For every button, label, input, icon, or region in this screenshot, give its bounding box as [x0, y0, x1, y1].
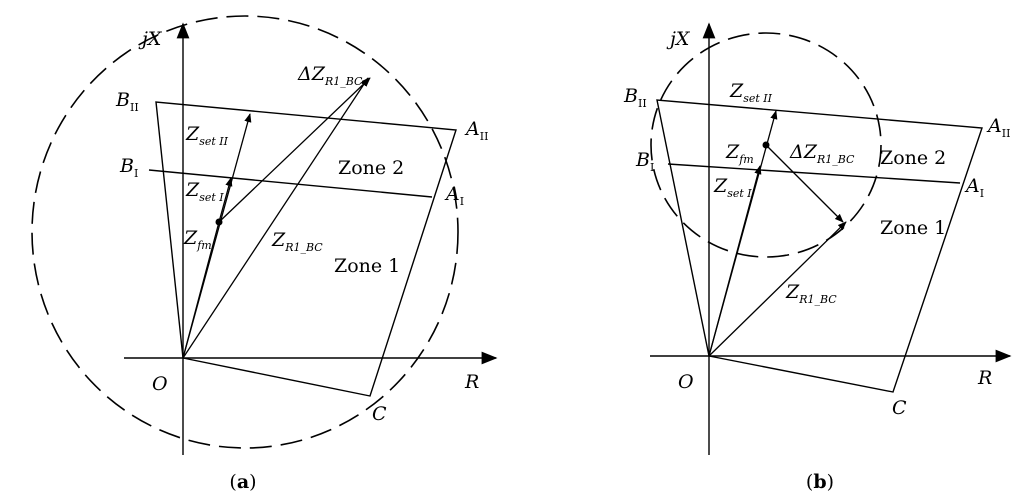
- panel-b-c-label: C: [892, 397, 907, 419]
- panel-b-b1-label: BI: [635, 149, 654, 174]
- panel-b-x-axis-label: R: [977, 367, 992, 389]
- panel-b-zone-boundary: [656, 99, 983, 393]
- panel-b-b2-label: BII: [623, 85, 647, 110]
- panel-b-a1-label: AI: [964, 175, 984, 200]
- panel-a-zfm-label: Zfm: [183, 227, 212, 252]
- panel-a: jX R O BII BI AII AI C Zset II Zset I Zf…: [31, 15, 498, 493]
- panel-a-zr1bc-label: ZR1_BC: [271, 229, 323, 254]
- panel-b-zset2-label: Zset II: [729, 80, 773, 105]
- panel-a-y-axis-label: jX: [138, 28, 163, 50]
- panel-b-zone1-line: [667, 163, 961, 184]
- panel-b-zset1-label: Zset I: [713, 175, 752, 200]
- panel-a-zone2-label: Zone 2: [338, 157, 404, 179]
- panel-b-dashed-circle: [650, 32, 882, 258]
- panel-b-a2-label: AII: [986, 115, 1010, 140]
- panel-a-zset1-label: Zset I: [185, 179, 224, 204]
- panel-a-c-label: C: [372, 403, 387, 425]
- panel-b-origin-label: O: [678, 371, 694, 393]
- panel-a-a1-label: AI: [444, 183, 464, 208]
- panel-a-dashed-circle: [31, 15, 459, 449]
- panel-a-origin-label: O: [152, 373, 168, 395]
- panel-a-zset2-label: Zset II: [185, 123, 229, 148]
- panel-b-y-axis-label: jX: [666, 28, 691, 50]
- panel-b-zone1-label: Zone 1: [880, 217, 946, 239]
- panel-a-a2-label: AII: [464, 118, 488, 143]
- panel-a-zfm-vector: [182, 221, 220, 359]
- panel-b-zr1bc-label: ZR1_BC: [785, 281, 837, 306]
- panel-a-zone1-label: Zone 1: [334, 255, 400, 277]
- panel-a-dzr1bc-label: ΔZR1_BC: [297, 63, 363, 88]
- panel-b-zone2-label: Zone 2: [880, 147, 946, 169]
- panel-b-dzr1bc-label: ΔZR1_BC: [789, 141, 855, 166]
- panel-a-zone1-line: [148, 169, 433, 198]
- panel-a-x-axis-label: R: [464, 371, 479, 393]
- panel-a-dzr1bc-vector: [218, 77, 371, 223]
- panel-a-zfm-point: [215, 218, 223, 226]
- panel-b-caption: (b): [806, 471, 834, 493]
- panel-b-zfm-label: Zfm: [725, 141, 754, 166]
- panel-a-zset1-vector: [218, 177, 233, 223]
- panel-a-b2-label: BII: [115, 89, 139, 114]
- panel-a-zr1bc-vector: [182, 77, 369, 359]
- panel-b-zset1-vector: [708, 165, 762, 357]
- panel-b-dzr1bc-vector: [765, 144, 844, 223]
- panel-a-zone-boundary: [155, 101, 457, 397]
- panel-a-b1-label: BI: [119, 155, 138, 180]
- panel-a-caption: (a): [229, 471, 256, 493]
- panel-b-zr1bc-vector: [708, 221, 847, 357]
- panel-b-zfm-point: [762, 141, 770, 149]
- panel-b: jX R O BII BI AII AI C Zset II Zfm Zset …: [623, 22, 1012, 493]
